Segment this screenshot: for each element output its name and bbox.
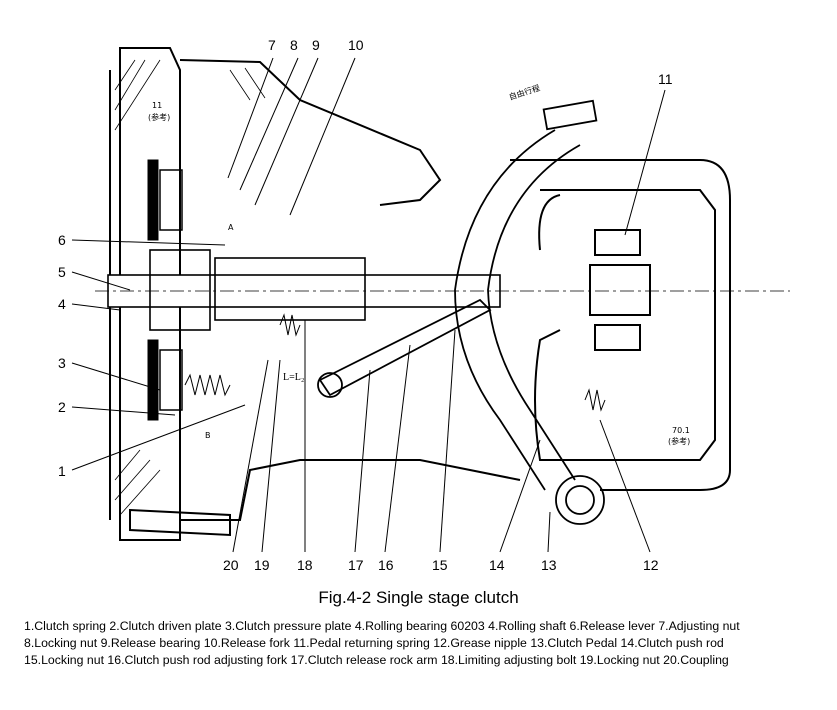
callout-20: 20 xyxy=(223,557,239,573)
ref-label-2: (参考) xyxy=(668,436,690,446)
callout-16: 16 xyxy=(378,557,394,573)
callout-9: 9 xyxy=(312,37,320,53)
callout-11: 11 xyxy=(658,71,673,87)
rolling-shaft xyxy=(95,249,790,331)
dim-11-label: 11 xyxy=(152,101,162,110)
clutch-diagram: 11 (参考) 自由行程 A B L=L₂ 70.1 (参考) 1 2 3 4 … xyxy=(58,37,790,573)
callout-8: 8 xyxy=(290,37,298,53)
legend-line-2: 8.Locking nut 9.Release bearing 10.Relea… xyxy=(24,636,724,650)
callout-3: 3 xyxy=(58,355,66,371)
callout-19: 19 xyxy=(254,557,270,573)
leader-lines xyxy=(71,57,666,553)
figure-caption: Fig.4-2 Single stage clutch xyxy=(318,588,519,607)
right-housing xyxy=(510,159,731,491)
legend-line-3: 15.Locking nut 16.Clutch push rod adjust… xyxy=(24,653,729,667)
callout-5: 5 xyxy=(58,264,66,280)
l-equals-label: L=L₂ xyxy=(283,372,304,383)
callout-12: 12 xyxy=(643,557,659,573)
clutch-plates xyxy=(147,159,183,421)
a-mark-label: A xyxy=(228,223,234,232)
ref-label-1: (参考) xyxy=(148,112,170,122)
callout-2: 2 xyxy=(58,399,66,415)
legend-line-1: 1.Clutch spring 2.Clutch driven plate 3.… xyxy=(24,619,740,633)
callout-13: 13 xyxy=(541,557,557,573)
callout-4: 4 xyxy=(58,296,66,312)
callout-6: 6 xyxy=(58,232,66,248)
dim-70-label: 70.1 xyxy=(672,426,690,435)
pedal-assembly xyxy=(317,99,605,525)
callout-15: 15 xyxy=(432,557,448,573)
free-travel-label: 自由行程 xyxy=(508,83,542,102)
callout-17: 17 xyxy=(348,557,364,573)
callout-14: 14 xyxy=(489,557,505,573)
callout-10: 10 xyxy=(348,37,364,53)
flywheel-hatching xyxy=(114,59,266,516)
parts-legend: 1.Clutch spring 2.Clutch driven plate 3.… xyxy=(24,618,824,669)
clutch-springs xyxy=(184,313,606,412)
callout-18: 18 xyxy=(297,557,313,573)
callout-1: 1 xyxy=(58,463,66,479)
callout-7: 7 xyxy=(268,37,276,53)
b-mark-label: B xyxy=(205,431,211,440)
